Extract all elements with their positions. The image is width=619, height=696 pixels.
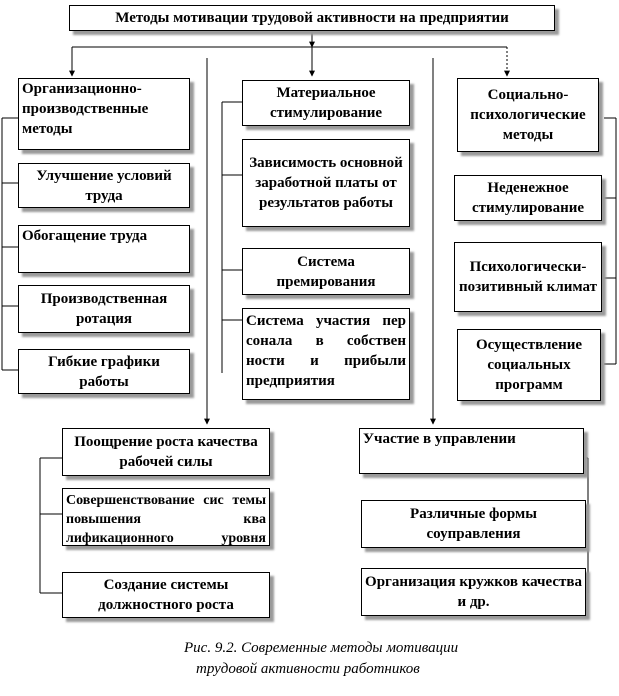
- material-item-bonus: Система премирования: [242, 248, 410, 295]
- quality-item-qualification: Совершенствование сис темы повышения ква…: [62, 488, 270, 546]
- quality-item-career: Создание системы должностного роста: [62, 572, 270, 618]
- diagram-title: Методы мотивации трудовой активности на …: [69, 5, 555, 31]
- management-item-quality-circles: Организация кружков качества и др.: [361, 568, 586, 616]
- social-item-programs: Осуществление социальных программ: [457, 329, 601, 401]
- org-item-flex-schedule: Гибкие графики работы: [18, 349, 190, 394]
- material-item-salary: Зависимость основной заработной платы от…: [242, 139, 410, 227]
- social-item-climate: Психологически-позитивный климат: [454, 242, 602, 312]
- figure-caption-line2: трудовой активности работников: [196, 661, 420, 677]
- management-header: Участие в управлении: [359, 428, 584, 474]
- material-header: Материальное стимулирование: [242, 80, 410, 126]
- material-item-ownership: Система участия пер сонала в собствен но…: [242, 308, 410, 400]
- org-methods-header: Организационно-производственные методы: [18, 78, 190, 150]
- org-item-enrichment: Обогащение труда: [18, 225, 190, 273]
- org-item-rotation: Производственная ротация: [18, 285, 190, 333]
- figure-caption-line1: Рис. 9.2. Современные методы мотивации: [184, 640, 459, 656]
- org-item-conditions: Улучшение условий труда: [18, 163, 190, 208]
- management-item-cogovernance: Различные формы соуправления: [361, 500, 586, 548]
- quality-header: Поощрение роста качества рабочей силы: [62, 428, 270, 476]
- social-header: Социально-психологические методы: [457, 78, 599, 152]
- social-item-nonmonetary: Неденежное стимулирование: [454, 175, 602, 221]
